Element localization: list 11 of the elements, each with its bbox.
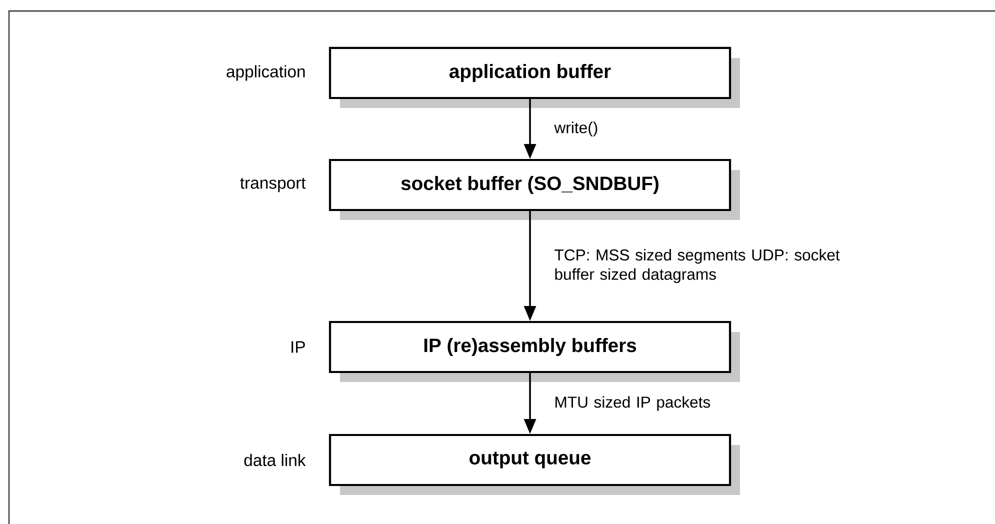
buffer-box: IP (re)assembly buffers — [328, 320, 740, 382]
buffer-box: output queue — [328, 434, 740, 495]
edge-label: write() — [554, 122, 598, 136]
layer-label: application — [226, 65, 305, 81]
layer-label: data link — [244, 454, 306, 466]
buffer-box: socket buffer (SO_SNDBUF) — [328, 158, 740, 220]
edge-label: TCP: MSS sized segments UDP: socket buffer sized datagrams — [554, 248, 840, 284]
layer-label: transport — [240, 178, 306, 192]
edge-label: MTU sized IP packets — [556, 396, 710, 411]
layer-label: IP — [292, 341, 305, 353]
buffer-box: application buffer — [328, 46, 740, 108]
